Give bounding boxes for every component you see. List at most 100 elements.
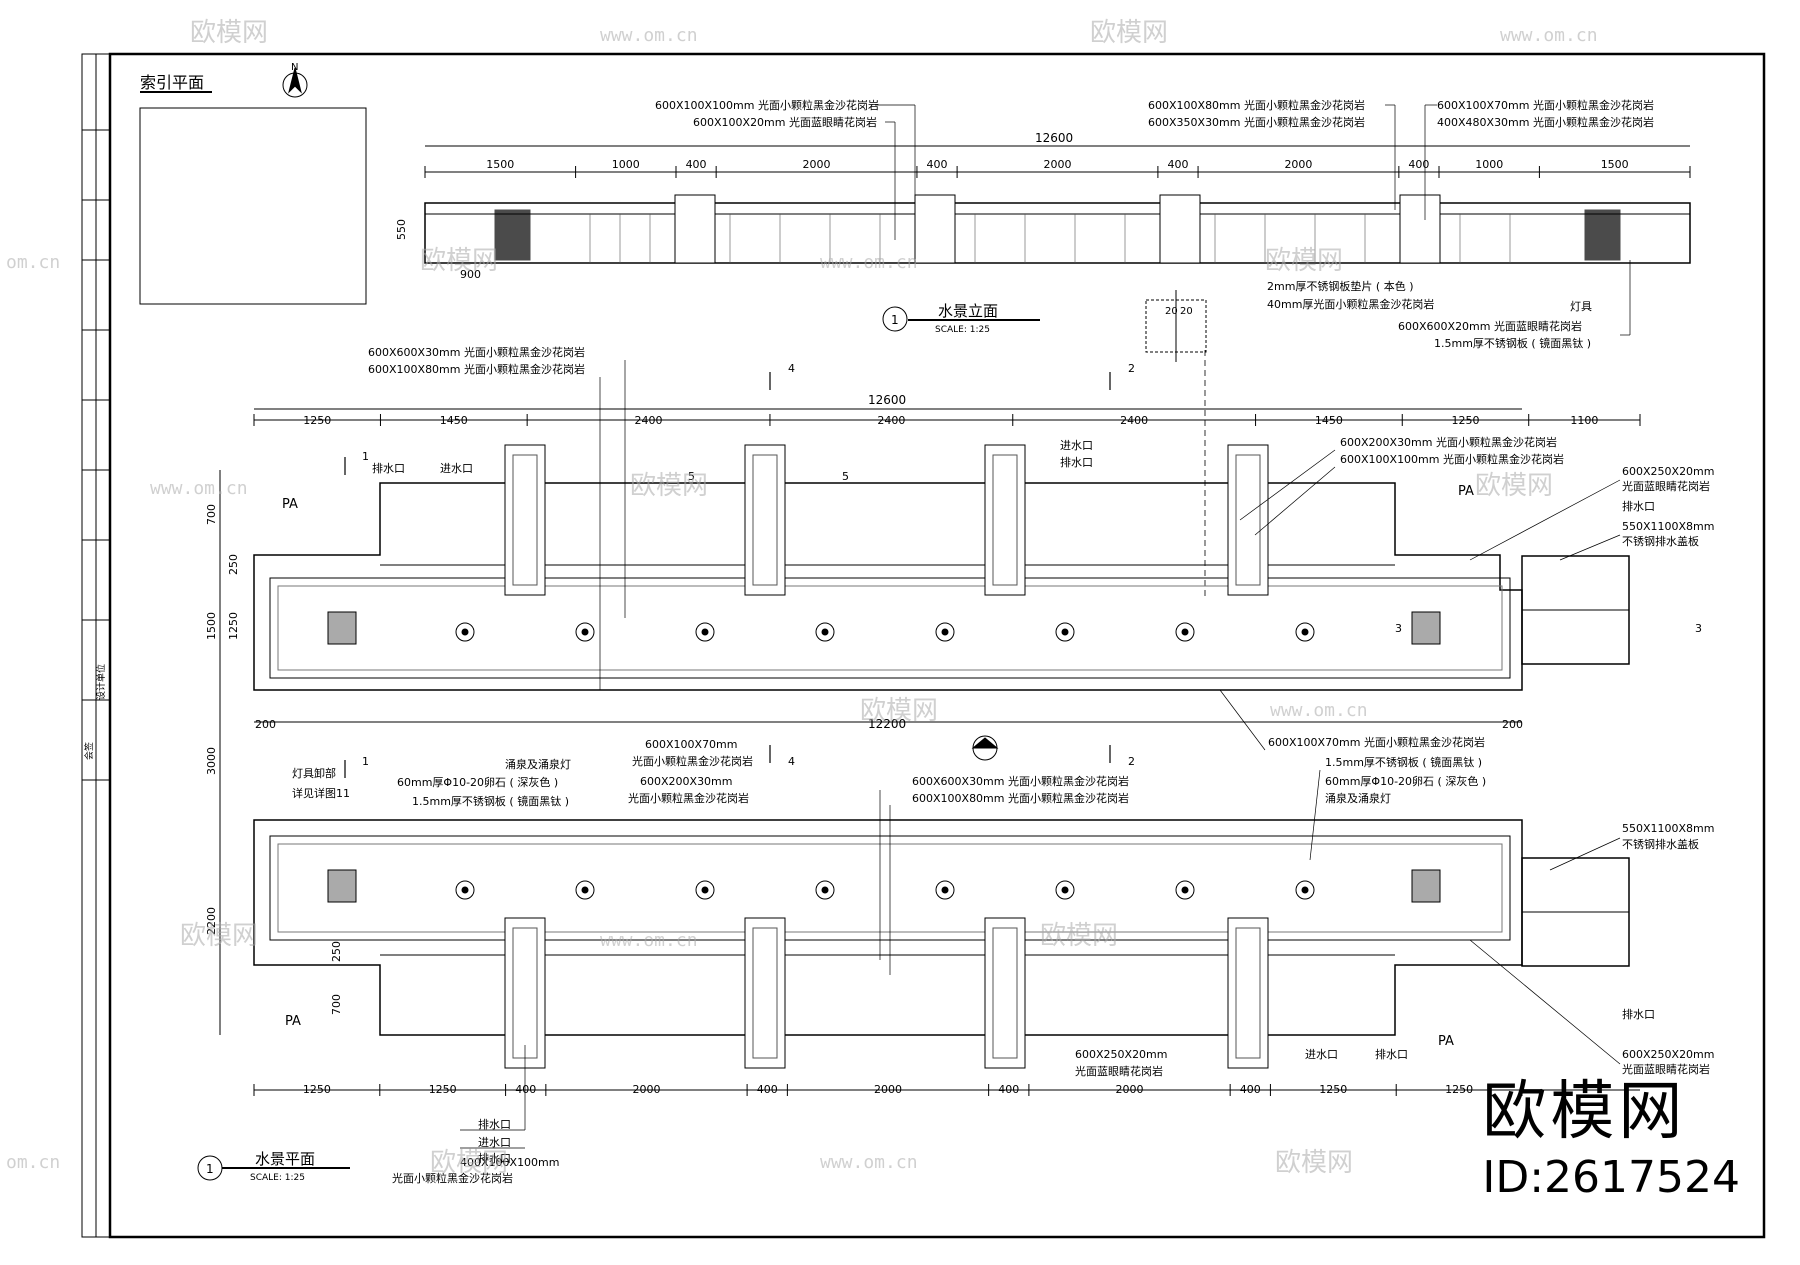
svg-text:详见详图11: 详见详图11 (292, 786, 350, 800)
svg-text:PA: PA (282, 497, 298, 512)
svg-text:排水口: 排水口 (1375, 1047, 1408, 1061)
svg-text:600X250X20mm: 600X250X20mm (1622, 1048, 1715, 1061)
svg-text:1: 1 (362, 755, 369, 768)
planters-upper (504, 444, 1269, 596)
fountain-jet-icon (1175, 622, 1195, 642)
fountain-jet-icon (1295, 880, 1315, 900)
svg-text:1: 1 (362, 450, 369, 463)
svg-text:600X250X20mm: 600X250X20mm (1075, 1048, 1168, 1061)
plan-bottom-segment-dim: 2000 (1116, 1083, 1144, 1096)
plan-bottom-segment-dim: 400 (757, 1083, 778, 1096)
plan-top-segment-dim: 1450 (1315, 414, 1343, 427)
fountain-jet-icon (1295, 622, 1315, 642)
fountain-nozzle-icon (1061, 886, 1069, 894)
elevation-segment-dim: 2000 (1044, 158, 1072, 171)
elev-panel-lines (589, 214, 1511, 263)
fountain-nozzle-icon (1061, 628, 1069, 636)
plan-title: 水景平面 (255, 1150, 315, 1168)
svg-text:排水口: 排水口 (1622, 1007, 1655, 1021)
svg-text:设计单位: 设计单位 (95, 664, 107, 700)
elevation-segment-dim: 2000 (1284, 158, 1312, 171)
elev-callout-5: 600X100X70mm 光面小颗粒黑金沙花岗岩 (1437, 98, 1654, 112)
watermark-url: www.om.cn (1500, 25, 1598, 46)
plan-left-dims: 700 250 1500 1250 3000 2200 250 700 (205, 504, 343, 1015)
svg-text:排水口: 排水口 (372, 461, 405, 475)
plan-north-marker (971, 735, 999, 761)
fountain-jet-icon (575, 622, 595, 642)
elev-callout-r3: 灯具 (1570, 300, 1592, 313)
index-plan: 索引平面 N (139, 62, 367, 305)
planters-lower (504, 917, 1269, 1069)
fountain-jet-icon (695, 622, 715, 642)
fountain-jet-icon (1055, 880, 1075, 900)
svg-text:250: 250 (330, 941, 343, 962)
svg-text:排水口: 排水口 (478, 1117, 511, 1131)
fountain-nozzle-icon (701, 886, 709, 894)
elev-overall-dim: 12600 (1035, 131, 1073, 145)
svg-text:3: 3 (1395, 622, 1402, 635)
svg-text:光面小颗粒黑金沙花岗岩: 光面小颗粒黑金沙花岗岩 (628, 791, 749, 805)
elevation-title-block: 1 水景立面 SCALE: 1:25 (882, 302, 1040, 335)
svg-text:600X200X30mm 光面小颗粒黑金沙花岗岩: 600X200X30mm 光面小颗粒黑金沙花岗岩 (1340, 435, 1557, 449)
svg-text:600X100X80mm 光面小颗粒黑金沙花岗岩: 600X100X80mm 光面小颗粒黑金沙花岗岩 (912, 791, 1129, 805)
fountain-jet-icon (1175, 880, 1195, 900)
svg-text:进水口: 进水口 (478, 1136, 511, 1149)
plan-top-overall: 12600 (868, 393, 906, 407)
svg-text:550X1100X8mm: 550X1100X8mm (1622, 822, 1715, 835)
elev-bottom-dim: 900 (460, 268, 481, 281)
elev-callout-r4: 600X600X20mm 光面蓝眼睛花岗岩 (1398, 319, 1582, 333)
fountain-nozzle-icon (1181, 628, 1189, 636)
svg-text:光面蓝眼睛花岗岩: 光面蓝眼睛花岗岩 (1622, 1062, 1710, 1076)
title-block-text: 会签 设计单位 (83, 664, 107, 760)
fountain-nozzle-icon (941, 886, 949, 894)
plan-inner-overall: 12200 (868, 717, 906, 731)
fountain-nozzle-icon (581, 628, 589, 636)
svg-text:700: 700 (205, 504, 218, 525)
svg-text:涌泉及涌泉灯: 涌泉及涌泉灯 (505, 757, 571, 771)
joint-detail: 20 20 (1145, 290, 1207, 362)
elevation-title: 水景立面 (938, 302, 998, 320)
brand-name: 欧模网 (1482, 1075, 1687, 1149)
lamp-boxes (327, 611, 1441, 903)
fountain-jet-icon (935, 880, 955, 900)
fountain-jet-icon (935, 622, 955, 642)
svg-text:3: 3 (1695, 622, 1702, 635)
plan-bottom-segment-dim: 1250 (303, 1083, 331, 1096)
elevation-segment-dim: 1000 (1475, 158, 1503, 171)
svg-text:700: 700 (330, 994, 343, 1015)
svg-text:不锈钢排水盖板: 不锈钢排水盖板 (1622, 837, 1699, 851)
fountain-jet-icon (1055, 622, 1075, 642)
plan-top-segment-dim: 1450 (440, 414, 468, 427)
plan-bottom-segment-dim: 1250 (429, 1083, 457, 1096)
svg-text:光面小颗粒黑金沙花岗岩: 光面小颗粒黑金沙花岗岩 (392, 1171, 513, 1185)
watermark-brand: 欧模网 (630, 471, 709, 501)
svg-text:灯具卸部: 灯具卸部 (292, 766, 336, 780)
north-arrow-icon: N (282, 62, 308, 98)
svg-text:600X100X70mm 光面小颗粒黑金沙花岗岩: 600X100X70mm 光面小颗粒黑金沙花岗岩 (1268, 735, 1485, 749)
svg-text:涌泉及涌泉灯: 涌泉及涌泉灯 (1325, 791, 1391, 805)
plan-small-labels: 排水口 进水口 进水口 排水口 排水口 排水口 进水口 排水口 灯具卸部 详见详… (292, 439, 1655, 1061)
watermark-brand: 欧模网 (430, 1148, 509, 1178)
svg-text:1: 1 (206, 1162, 214, 1176)
plan-top-segment-dim: 2400 (877, 414, 905, 427)
fountain-nozzle-icon (461, 628, 469, 636)
upper-basin (253, 482, 1523, 691)
plan-bottom-segment-dim: 400 (515, 1083, 536, 1096)
drain-covers (1521, 555, 1630, 967)
plan-top-segment-dim: 2400 (1120, 414, 1148, 427)
plan-scale: SCALE: 1:25 (250, 1173, 305, 1183)
fountain-nozzle-icon (581, 886, 589, 894)
watermark-url: www.om.cn (820, 252, 918, 273)
svg-text:进水口: 进水口 (1305, 1048, 1338, 1061)
fountain-jets (455, 622, 1315, 900)
elevation-segment-dim: 400 (1167, 158, 1188, 171)
elevation-segment-dim: 400 (1408, 158, 1429, 171)
sheet-inner-frame (108, 52, 1766, 1239)
fountain-jet-icon (575, 880, 595, 900)
svg-text:600X200X30mm: 600X200X30mm (640, 775, 733, 788)
elev-callout-1: 600X100X100mm 光面小颗粒黑金沙花岗岩 (655, 98, 879, 112)
plan-title-block: 1 水景平面 SCALE: 1:25 (197, 1150, 350, 1183)
svg-text:5: 5 (688, 470, 695, 483)
